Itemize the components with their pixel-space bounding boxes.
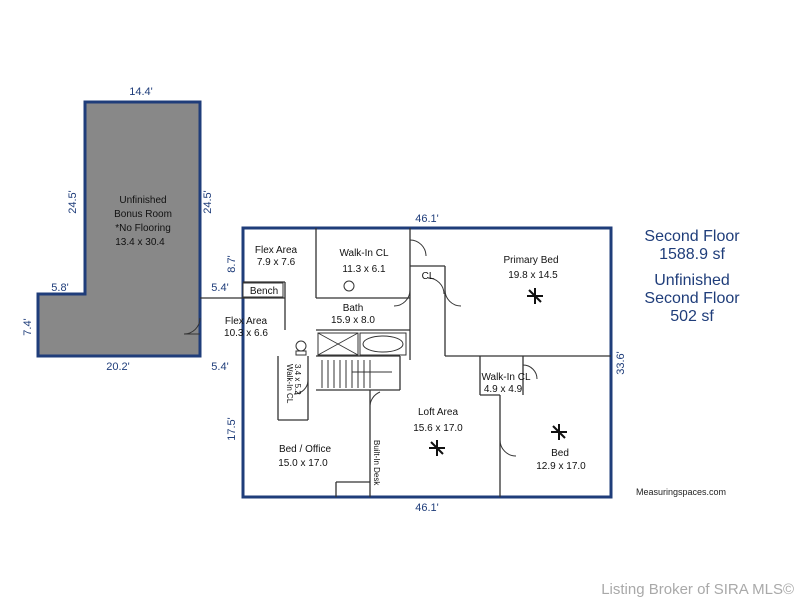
room-name: Unfinished bbox=[119, 195, 166, 206]
watermark: Listing Broker of SIRA MLS© bbox=[601, 581, 794, 598]
dimension-label: 14.4' bbox=[129, 86, 153, 98]
room-size: 13.4 x 30.4 bbox=[115, 237, 165, 248]
room-name: Primary Bed bbox=[503, 255, 558, 266]
room-size: 15.9 x 8.0 bbox=[331, 315, 375, 326]
room-size: 3.4 x 5.2 bbox=[293, 364, 302, 395]
unfinished-label: Unfinished bbox=[654, 272, 730, 289]
room-name: Flex Area bbox=[255, 245, 298, 256]
room-size: 10.3 x 6.6 bbox=[224, 328, 268, 339]
room-size: 15.0 x 17.0 bbox=[278, 458, 328, 469]
tub bbox=[359, 332, 407, 356]
dimension-label: 20.2' bbox=[106, 361, 130, 373]
sink-icon bbox=[343, 280, 355, 292]
tub-basin bbox=[362, 335, 404, 353]
room-size: 12.9 x 17.0 bbox=[536, 461, 586, 472]
room-size: 4.9 x 4.9 bbox=[484, 384, 523, 395]
dimension-label: 5.4' bbox=[211, 282, 228, 294]
closet-label: CL bbox=[422, 271, 435, 282]
shower bbox=[317, 332, 359, 356]
dimension-label: 8.7' bbox=[226, 255, 238, 272]
stairs bbox=[321, 360, 392, 388]
built-in-desk-label: Built-In Desk bbox=[372, 440, 381, 486]
room-name: Flex Area bbox=[225, 316, 268, 327]
room-size: 11.3 x 6.1 bbox=[342, 264, 386, 275]
interior-walls bbox=[200, 228, 611, 497]
dimension-label: 46.1' bbox=[415, 213, 439, 225]
main-floor-outline bbox=[241, 226, 613, 499]
bonus-room-area bbox=[36, 100, 202, 358]
room-size: 15.6 x 17.0 bbox=[413, 423, 463, 434]
bench-label: Bench bbox=[250, 286, 278, 297]
dimension-label: 5.4' bbox=[211, 361, 228, 373]
room-name: Bed bbox=[551, 448, 569, 459]
room-size: 19.8 x 14.5 bbox=[508, 270, 558, 281]
floor-area: 1588.9 sf bbox=[659, 246, 725, 263]
unfinished-label: Second Floor bbox=[644, 290, 740, 307]
dimension-label: 24.5' bbox=[67, 190, 79, 214]
credit-text: Measuringspaces.com bbox=[636, 487, 727, 497]
room-note: *No Flooring bbox=[115, 223, 171, 234]
toilet-tank bbox=[295, 350, 307, 356]
area-summary: Second Floor 1588.9 sf Unfinished Second… bbox=[612, 228, 772, 326]
ceiling-fan-icon bbox=[527, 288, 543, 304]
room-name: Walk-In CL bbox=[339, 248, 389, 259]
dimension-label: 5.8' bbox=[51, 282, 68, 294]
spacer bbox=[612, 264, 772, 272]
dimension-label: 46.1' bbox=[415, 502, 439, 514]
ceiling-fan-icon bbox=[429, 440, 445, 456]
dimension-label: 7.4' bbox=[22, 318, 34, 335]
bench bbox=[242, 282, 284, 298]
dimension-label: 24.5' bbox=[202, 190, 214, 214]
ceiling-fan-icon bbox=[551, 424, 567, 440]
floor-label: Second Floor bbox=[644, 228, 740, 245]
room-name: Loft Area bbox=[418, 407, 458, 418]
dimension-label: 17.5' bbox=[226, 417, 238, 441]
room-name: Bath bbox=[343, 303, 364, 314]
dimension-label: 33.6' bbox=[615, 351, 627, 375]
door-swings bbox=[183, 239, 538, 457]
room-name: Walk-In CL bbox=[285, 364, 294, 404]
room-name: Bed / Office bbox=[279, 444, 332, 455]
room-size: 7.9 x 7.6 bbox=[257, 257, 296, 268]
room-name: Walk-In CL bbox=[481, 372, 531, 383]
shower-cross-2 bbox=[317, 332, 359, 356]
room-name: Bonus Room bbox=[114, 209, 172, 220]
unfinished-area: 502 sf bbox=[670, 308, 714, 325]
